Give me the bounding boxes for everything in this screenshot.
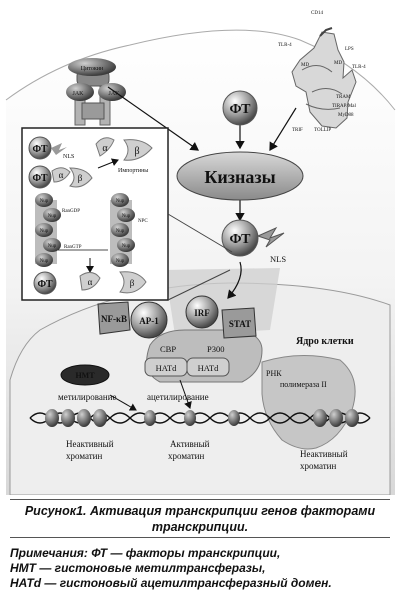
notes-line-3: HATd — гистоновый ацетилтрансферазный до… <box>10 576 332 590</box>
svg-text:STAT: STAT <box>229 319 251 329</box>
svg-text:ФТ: ФТ <box>229 102 251 117</box>
nuclear-import-inset: ФТ NLS α β Импортины ФТ α β Nup Nup Nup … <box>21 127 233 301</box>
svg-text:α: α <box>88 277 93 287</box>
ft-circle-top: ФТ <box>222 90 258 126</box>
svg-text:Nup: Nup <box>116 229 125 234</box>
svg-text:Nup: Nup <box>48 214 57 219</box>
chromatin-right-label: хроматин <box>300 461 336 471</box>
myd88-label: MyD88 <box>338 113 354 118</box>
acetylation-label: ацетилирование <box>147 392 209 402</box>
svg-text:Nup: Nup <box>116 259 125 264</box>
notes-line-2: HMT — гистоновые метилтрансферазы, <box>10 561 266 575</box>
tollip-label: TOLLIP <box>314 128 331 133</box>
svg-text:β: β <box>134 146 139 157</box>
p300-label: P300 <box>207 344 224 354</box>
tf-ap1: AP-1 <box>130 301 168 339</box>
tf-stat: STAT <box>221 307 257 339</box>
svg-text:ФТ: ФТ <box>32 144 47 155</box>
cbp-label: CBP <box>160 344 176 354</box>
hmt-ellipse: HMT <box>60 364 110 386</box>
kinases-ellipse: Кизназы <box>176 151 304 201</box>
importins-label: Импортины <box>118 168 148 174</box>
tlr4-receptor: CD14 LPS TLR-4 TLR-4 MD MD TRAM TIRAP/Ma… <box>278 11 366 133</box>
nucleosome <box>61 409 75 427</box>
nucleosome <box>93 409 107 427</box>
lps-label: LPS <box>345 47 354 52</box>
rangdp-label: RanGDP <box>62 209 80 214</box>
chromatin-strand <box>29 409 371 427</box>
nucleus-label: Ядро клетки <box>296 336 354 347</box>
tirap-label: TIRAP/Mal <box>332 104 357 109</box>
rna-label: РНК <box>266 369 282 378</box>
tf-nfkb: NF-κB <box>97 301 131 335</box>
svg-text:Nup: Nup <box>48 244 57 249</box>
nucleosome <box>228 410 240 426</box>
md-right-label: MD <box>334 61 342 66</box>
tf-irf: IRF <box>185 295 219 329</box>
svg-text:ФТ: ФТ <box>37 279 52 290</box>
trif-label: TRIF <box>292 128 303 133</box>
rna-polymerase-ii: РНК полимераза II <box>261 354 356 450</box>
transcription-factor-complex: NF-κB AP-1 IRF STAT CBP P300 HATd HATd <box>97 295 263 383</box>
transcription-activation-diagram: Цитокин JAK JAK CD14 LPS TLR-4 TLR-4 MD … <box>5 11 396 495</box>
notes-divider <box>10 537 390 538</box>
nucleosome <box>329 409 343 427</box>
arrow-receptor-to-kinases <box>107 86 199 151</box>
arrow-ft-to-nucleus <box>227 261 242 299</box>
nucleosome <box>77 409 91 427</box>
svg-text:α: α <box>59 170 64 180</box>
nls-label: NLS <box>270 254 286 264</box>
svg-text:Nup: Nup <box>116 199 125 204</box>
arrow-tlr-to-kinases <box>269 107 297 152</box>
svg-text:β: β <box>78 173 83 183</box>
inactive-right-label: Неактивный <box>300 449 348 459</box>
nucleosome <box>144 410 156 426</box>
hatd-left-label: HATd <box>156 363 178 373</box>
svg-text:Nup: Nup <box>40 259 49 264</box>
nucleosome <box>184 410 196 426</box>
jak-left-label: JAK <box>72 91 84 97</box>
cytokine-receptor: Цитокин JAK JAK <box>66 58 126 126</box>
figure-caption-line-2: транскрипции. <box>151 520 249 534</box>
inset-nls-label: NLS <box>63 154 74 160</box>
svg-text:IRF: IRF <box>194 308 210 318</box>
nup-proteins: Nup Nup Nup Nup Nup Nup Nup Nup Nup Nup <box>35 193 135 267</box>
nucleosome <box>313 409 327 427</box>
svg-text:α: α <box>102 143 108 154</box>
svg-text:Nup: Nup <box>40 229 49 234</box>
svg-text:NF-κB: NF-κB <box>101 314 127 324</box>
cd14-label: CD14 <box>311 11 323 16</box>
svg-text:Nup: Nup <box>122 214 131 219</box>
svg-text:β: β <box>130 278 135 288</box>
active-label: Активный <box>170 439 210 449</box>
svg-text:ФТ: ФТ <box>229 232 251 247</box>
methylation-label: метилирование <box>58 392 117 402</box>
jak-right-label: JAK <box>108 91 120 97</box>
ft-circle-nls: ФТ NLS <box>221 219 286 264</box>
nucleosome <box>45 409 59 427</box>
nucleosome <box>345 409 359 427</box>
tram-label: TRAM <box>336 95 351 100</box>
npc-label: NPC <box>138 219 148 224</box>
tlr4-left-label: TLR-4 <box>278 43 292 48</box>
notes-line-1: Примечания: ФТ — факторы транскрипции, <box>10 546 281 560</box>
tlr4-right-label: TLR-4 <box>352 65 366 70</box>
polymerase-label: полимераза II <box>280 380 327 389</box>
caption-divider <box>10 499 390 500</box>
kinases-label: Кизназы <box>204 167 275 187</box>
svg-text:Nup: Nup <box>122 244 131 249</box>
inactive-left-label: Неактивный <box>66 439 114 449</box>
svg-text:AP-1: AP-1 <box>139 316 159 326</box>
svg-text:Nup: Nup <box>40 199 49 204</box>
chromatin-middle-label: хроматин <box>168 451 204 461</box>
svg-text:ФТ: ФТ <box>32 173 47 184</box>
md-left-label: MD <box>301 63 309 68</box>
svg-text:HMT: HMT <box>75 371 95 380</box>
chromatin-left-label: хроматин <box>66 451 102 461</box>
hatd-right-label: HATd <box>198 363 220 373</box>
figure-caption-line-1: Рисунок1. Активация транскрипции генов ф… <box>24 504 376 518</box>
rangtp-label: RanGTP <box>64 245 82 250</box>
cytokine-label: Цитокин <box>81 66 104 72</box>
